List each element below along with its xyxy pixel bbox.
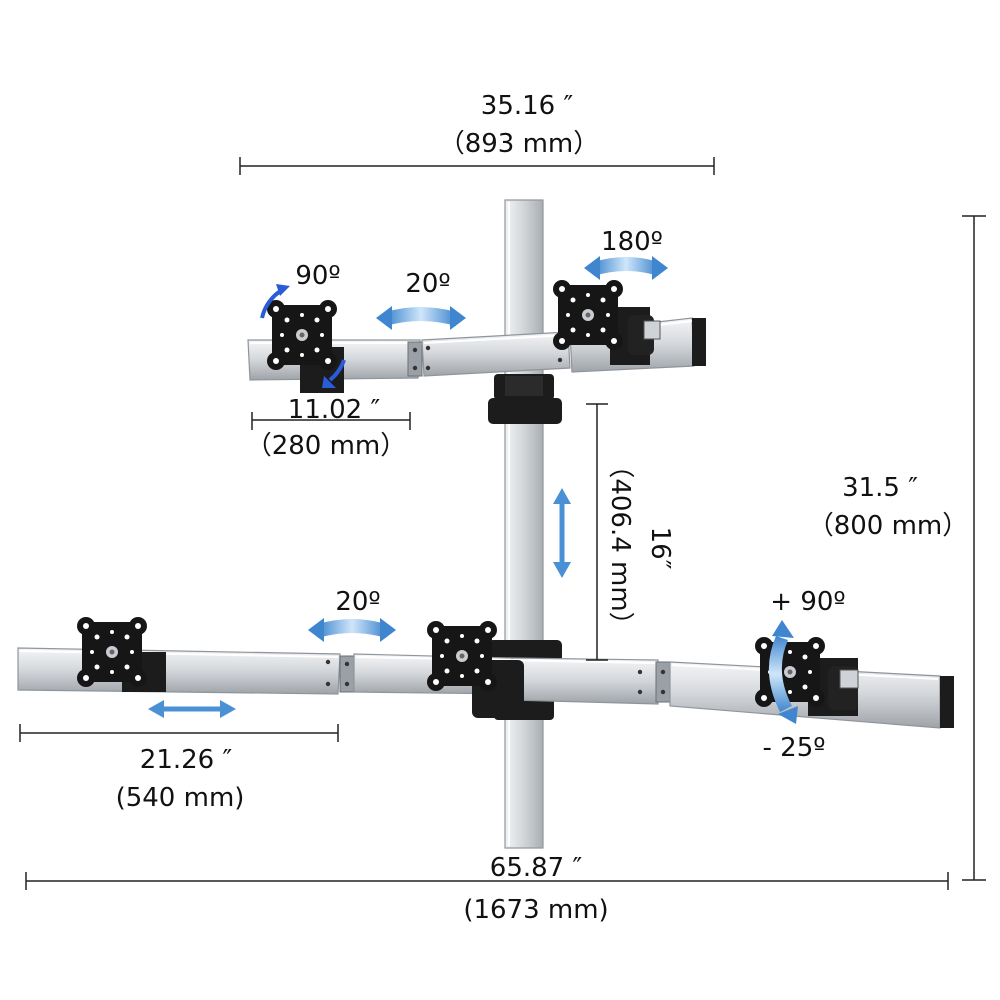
height-mm: （800 mm） <box>808 511 969 541</box>
vertical-slide-arrow-icon <box>553 488 571 578</box>
angle-tilt-down-label: - 25º <box>763 733 826 763</box>
rotate-arrow-icon <box>768 620 798 724</box>
tier-spacing-inches: 16″ <box>645 527 675 570</box>
swivel-arrow-icon <box>376 306 466 330</box>
dimension-line-height <box>962 215 986 881</box>
total-width-mm: (1673 mm) <box>463 895 608 925</box>
vesa-plate-icon <box>553 280 661 365</box>
swivel-arrow-icon <box>308 618 396 642</box>
rotate-arrow-icon <box>260 284 346 388</box>
upper-hinge-left <box>407 341 423 377</box>
height-inches: 31.5 ″ <box>842 473 918 503</box>
upper-arm-center <box>421 331 571 377</box>
lower-arm-left <box>17 647 341 695</box>
vertical-pole <box>504 199 544 849</box>
angle-180-label: 180º <box>601 227 663 257</box>
top-width-mm: （893 mm） <box>439 129 600 159</box>
swivel-arrow-icon <box>584 256 668 280</box>
upper-arm-inches: 11.02 ″ <box>288 395 381 425</box>
upper-arm-mm: （280 mm） <box>246 431 407 461</box>
slide-arrow-icon <box>148 700 236 718</box>
angle-rotate-label: 90º <box>295 261 340 291</box>
dimension-line-lower-arm <box>19 724 339 742</box>
angle-swivel-top-label: 20º <box>405 269 450 299</box>
vesa-plate-icon <box>755 637 859 716</box>
pole-clamp-upper <box>488 374 562 424</box>
dimension-line-upper-arm <box>251 412 411 430</box>
vesa-plate-icon <box>267 300 344 393</box>
lower-hinge-left <box>339 655 355 693</box>
top-width-inches: 35.16 ″ <box>481 91 574 121</box>
angle-tilt-up-label: + 90º <box>770 587 845 617</box>
vesa-plate-icon <box>427 621 524 718</box>
dimension-line-tier-spacing <box>586 403 608 661</box>
tier-spacing-mm: （406.4 mm） <box>605 452 635 637</box>
dimension-line-top-width <box>239 157 715 175</box>
angle-swivel-bottom-label: 20º <box>335 587 380 617</box>
lower-hinge-right <box>655 661 671 703</box>
lower-arm-inches: 21.26 ″ <box>140 745 233 775</box>
total-width-inches: 65.87 ″ <box>490 853 583 883</box>
dimension-line-total-width <box>25 872 949 890</box>
vesa-plate-icon <box>77 617 166 692</box>
lower-arm-mm: (540 mm) <box>116 783 245 813</box>
